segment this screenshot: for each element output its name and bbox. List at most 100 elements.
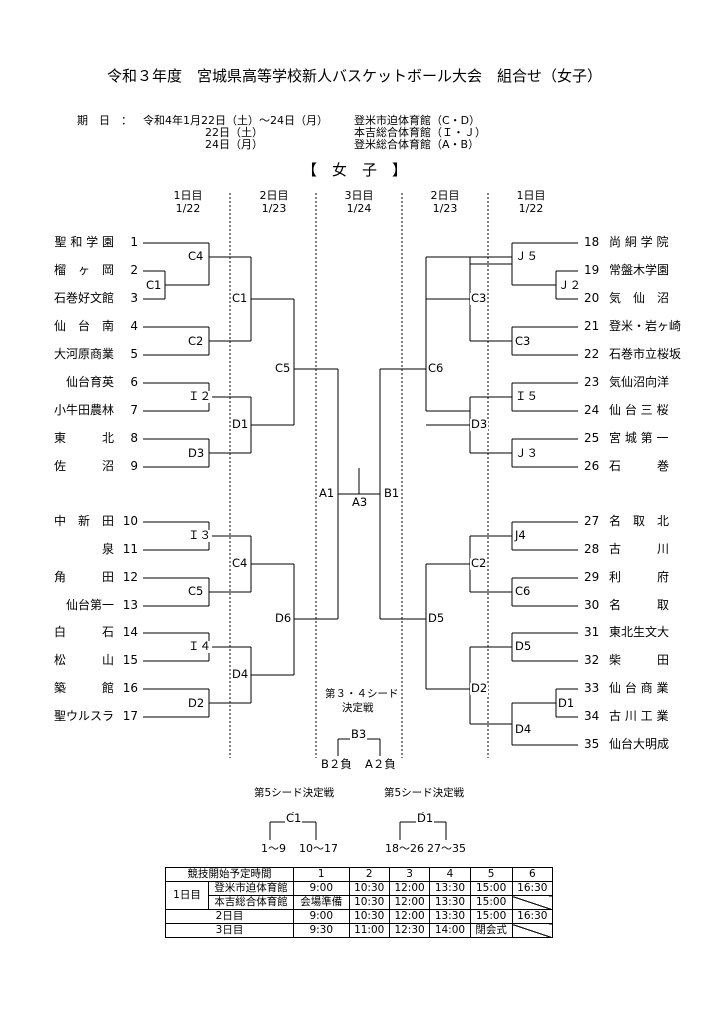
seed-number: 34 — [584, 709, 600, 723]
team-name: 古 川 工 業 — [609, 709, 669, 723]
third-place-left: B２負 — [321, 757, 352, 771]
match-label-c1-r1: C1 — [145, 278, 163, 292]
table-cell: 12:00 — [388, 909, 431, 924]
table-header: 3 — [388, 867, 431, 882]
match-label-j4: J4 — [514, 528, 527, 542]
team-name: 利 府 — [609, 570, 670, 584]
team-name: 石 巻 — [609, 459, 670, 473]
schedule-table: 競技開始予定時間 1 2 3 4 5 6 1日目 登米市迫体育館 9:00 10… — [165, 867, 554, 938]
table-cell: 9:00 — [293, 881, 350, 896]
table-cell: 15:00 — [469, 909, 513, 924]
day-header-day: 1日目 — [516, 189, 546, 202]
seed-number: 33 — [584, 681, 600, 695]
table-cell: 会場準備 — [293, 895, 350, 910]
day-header-day: 3日目 — [344, 189, 374, 202]
seed-number: 2 — [130, 263, 138, 277]
team-name: 石巻市立桜坂 — [609, 347, 682, 361]
seed-number: 15 — [122, 653, 138, 667]
table-cell: 12:30 — [388, 923, 431, 938]
team-name: 常盤木学園 — [609, 263, 670, 277]
team-name: 古 川 — [609, 542, 670, 556]
match-label-j5: Ｊ５ — [514, 249, 539, 263]
match-label-b1: B1 — [383, 486, 401, 500]
match-label-i3: Ｉ３ — [187, 528, 212, 542]
seed-number: 13 — [122, 598, 138, 612]
seed-number: 3 — [130, 291, 138, 305]
match-label-b3: B3 — [350, 727, 368, 741]
match-label-d2-r: D2 — [470, 681, 489, 695]
seed-number: 21 — [584, 319, 600, 333]
match-label-d5: D5 — [427, 611, 446, 625]
table-cell: 10:30 — [348, 881, 390, 896]
period-date: 令和4年1月22日（土）〜24日（月） — [143, 114, 328, 127]
fifth-seed-left: 1〜9 — [261, 842, 286, 855]
match-label-a1: A1 — [318, 486, 336, 500]
match-label-c3-r2: C3 — [514, 334, 532, 348]
table-cell: 登米市迫体育館 — [208, 881, 294, 896]
match-label-c6: C6 — [427, 361, 445, 375]
table-cell-empty — [511, 895, 554, 910]
seed-number: 11 — [122, 542, 138, 556]
table-header: 4 — [429, 867, 471, 882]
team-name: 大河原商業 — [53, 347, 114, 361]
team-name: 仙 台 三 桜 — [609, 403, 669, 417]
seed-number: 19 — [584, 263, 600, 277]
table-header: 5 — [469, 867, 513, 882]
table-row: 3日目 9:30 11:00 12:30 14:00 閉会式 — [165, 923, 554, 938]
day-header-day: 2日目 — [430, 189, 460, 202]
team-name: 気仙沼向洋 — [609, 375, 670, 389]
table-cell: 13:30 — [429, 909, 471, 924]
match-label-d1-l: D1 — [231, 417, 250, 431]
match-label-c5-l2: C5 — [187, 584, 205, 598]
match-label-c1-l: C1 — [231, 291, 249, 305]
seed-number: 28 — [584, 542, 600, 556]
table-header: 2 — [348, 867, 390, 882]
seed-number: 6 — [130, 375, 138, 389]
seed-number: 32 — [584, 653, 600, 667]
seed-number: 18 — [584, 235, 600, 249]
third-place-title: 第３・４シード — [325, 688, 399, 700]
table-cell: 本吉総合体育館 — [208, 895, 294, 910]
seed-number: 26 — [584, 459, 600, 473]
seed-number: 24 — [584, 403, 600, 417]
fifth-seed-left: 18〜26 — [385, 842, 424, 855]
match-label-c2-r: C2 — [470, 556, 488, 570]
fifth-seed-title: 第5シード決定戦 — [384, 787, 465, 799]
day-header-date: 1/24 — [346, 202, 372, 215]
match-label-i2: Ｉ２ — [187, 389, 212, 403]
venue-name: 登米総合体育館（A・B） — [354, 138, 480, 151]
match-label-d3-l: D3 — [187, 446, 206, 460]
team-name: 仙台大明成 — [609, 737, 670, 751]
team-name: 築 館 — [53, 681, 114, 695]
team-name: 松 山 — [53, 653, 114, 667]
table-cell: 14:00 — [429, 923, 471, 938]
team-name: 佐 沼 — [53, 459, 114, 473]
venue-name: 本吉総合体育館（Ｉ・Ｊ） — [354, 126, 486, 139]
team-name: 宮 城 第 一 — [609, 431, 669, 445]
team-name: 東北生文大 — [609, 625, 670, 639]
match-label-c1: C1 — [285, 811, 303, 825]
day-header-date: 1/23 — [432, 202, 458, 215]
table-row: 2日目 9:00 10:30 12:00 13:30 15:00 16:30 — [165, 909, 554, 924]
seed-number: 23 — [584, 375, 600, 389]
day-header-day: 2日目 — [259, 189, 289, 202]
seed-number: 7 — [130, 403, 138, 417]
team-name: 名 取 — [609, 598, 670, 612]
team-name: 登米・岩ヶ崎 — [609, 319, 682, 333]
team-name: 仙台育英 — [65, 375, 114, 389]
table-cell: 16:30 — [511, 881, 554, 896]
seed-number: 25 — [584, 431, 600, 445]
seed-number: 27 — [584, 514, 600, 528]
seed-number: 20 — [584, 291, 600, 305]
team-name: 榴 ヶ 岡 — [53, 263, 114, 277]
page-title: 令和３年度 宮城県高等学校新人バスケットボール大会 組合せ（女子） — [107, 67, 603, 85]
period-date: 24日（月） — [205, 138, 263, 151]
team-name: 中 新 田 — [53, 514, 114, 528]
table-header: 1 — [293, 867, 350, 882]
fifth-seed-title: 第5シード決定戦 — [254, 787, 335, 799]
table-cell: 1日目 — [165, 881, 209, 910]
team-name: 仙台第一 — [65, 598, 114, 612]
team-name: 白 石 — [53, 625, 114, 639]
seed-number: 4 — [130, 319, 138, 333]
